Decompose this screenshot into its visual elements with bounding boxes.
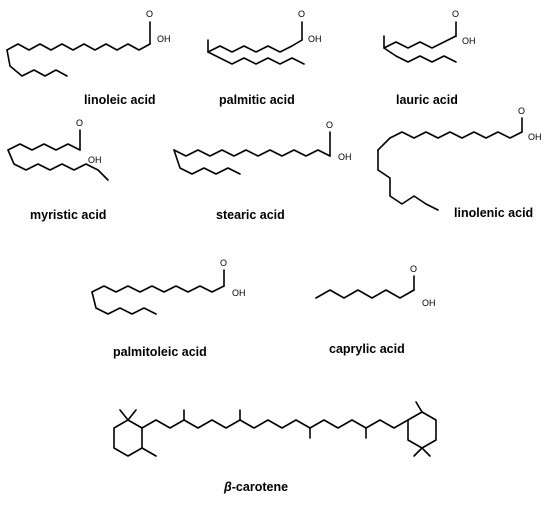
palmitoleic-acid-structure: O OH [91, 258, 246, 315]
beta-symbol: β [224, 480, 232, 494]
palmitic-acid-label: palmitic acid [219, 93, 295, 107]
linoleic-acid-structure: O OH [6, 9, 171, 77]
atom-oh: OH [338, 152, 352, 162]
atom-oh: OH [232, 288, 246, 298]
atom-oh: OH [528, 132, 542, 142]
myristic-acid-label: myristic acid [30, 208, 107, 222]
atom-o: O [410, 264, 417, 274]
atom-oh: OH [308, 34, 322, 44]
carotene-suffix: -carotene [231, 480, 289, 494]
atom-o: O [220, 258, 227, 268]
palmitoleic-acid-label: palmitoleic acid [113, 345, 207, 359]
atom-oh: OH [422, 298, 436, 308]
atom-oh: OH [462, 36, 476, 46]
lauric-acid-structure: O OH [383, 9, 476, 63]
atom-oh: OH [88, 155, 102, 165]
caprylic-acid-structure: O OH [315, 264, 436, 308]
beta-carotene-structure [113, 401, 437, 457]
stearic-acid-label: stearic acid [216, 208, 285, 222]
atom-o: O [326, 120, 333, 130]
linolenic-acid-structure: O OH [377, 106, 542, 211]
caprylic-acid-label: caprylic acid [329, 342, 405, 356]
stearic-acid-structure: O OH [173, 120, 352, 175]
atom-o: O [146, 9, 153, 19]
atom-o: O [298, 9, 305, 19]
palmitic-acid-structure: O OH [207, 9, 322, 65]
atom-o: O [518, 106, 525, 116]
atom-o: O [76, 118, 83, 128]
lauric-acid-label: lauric acid [396, 93, 458, 107]
atom-o: O [452, 9, 459, 19]
linolenic-acid-label: linolenic acid [454, 206, 534, 220]
atom-oh: OH [157, 34, 171, 44]
myristic-acid-structure: O OH [7, 118, 109, 181]
linoleic-acid-label: linoleic acid [84, 93, 156, 107]
beta-carotene-label: β-carotene [224, 480, 288, 494]
